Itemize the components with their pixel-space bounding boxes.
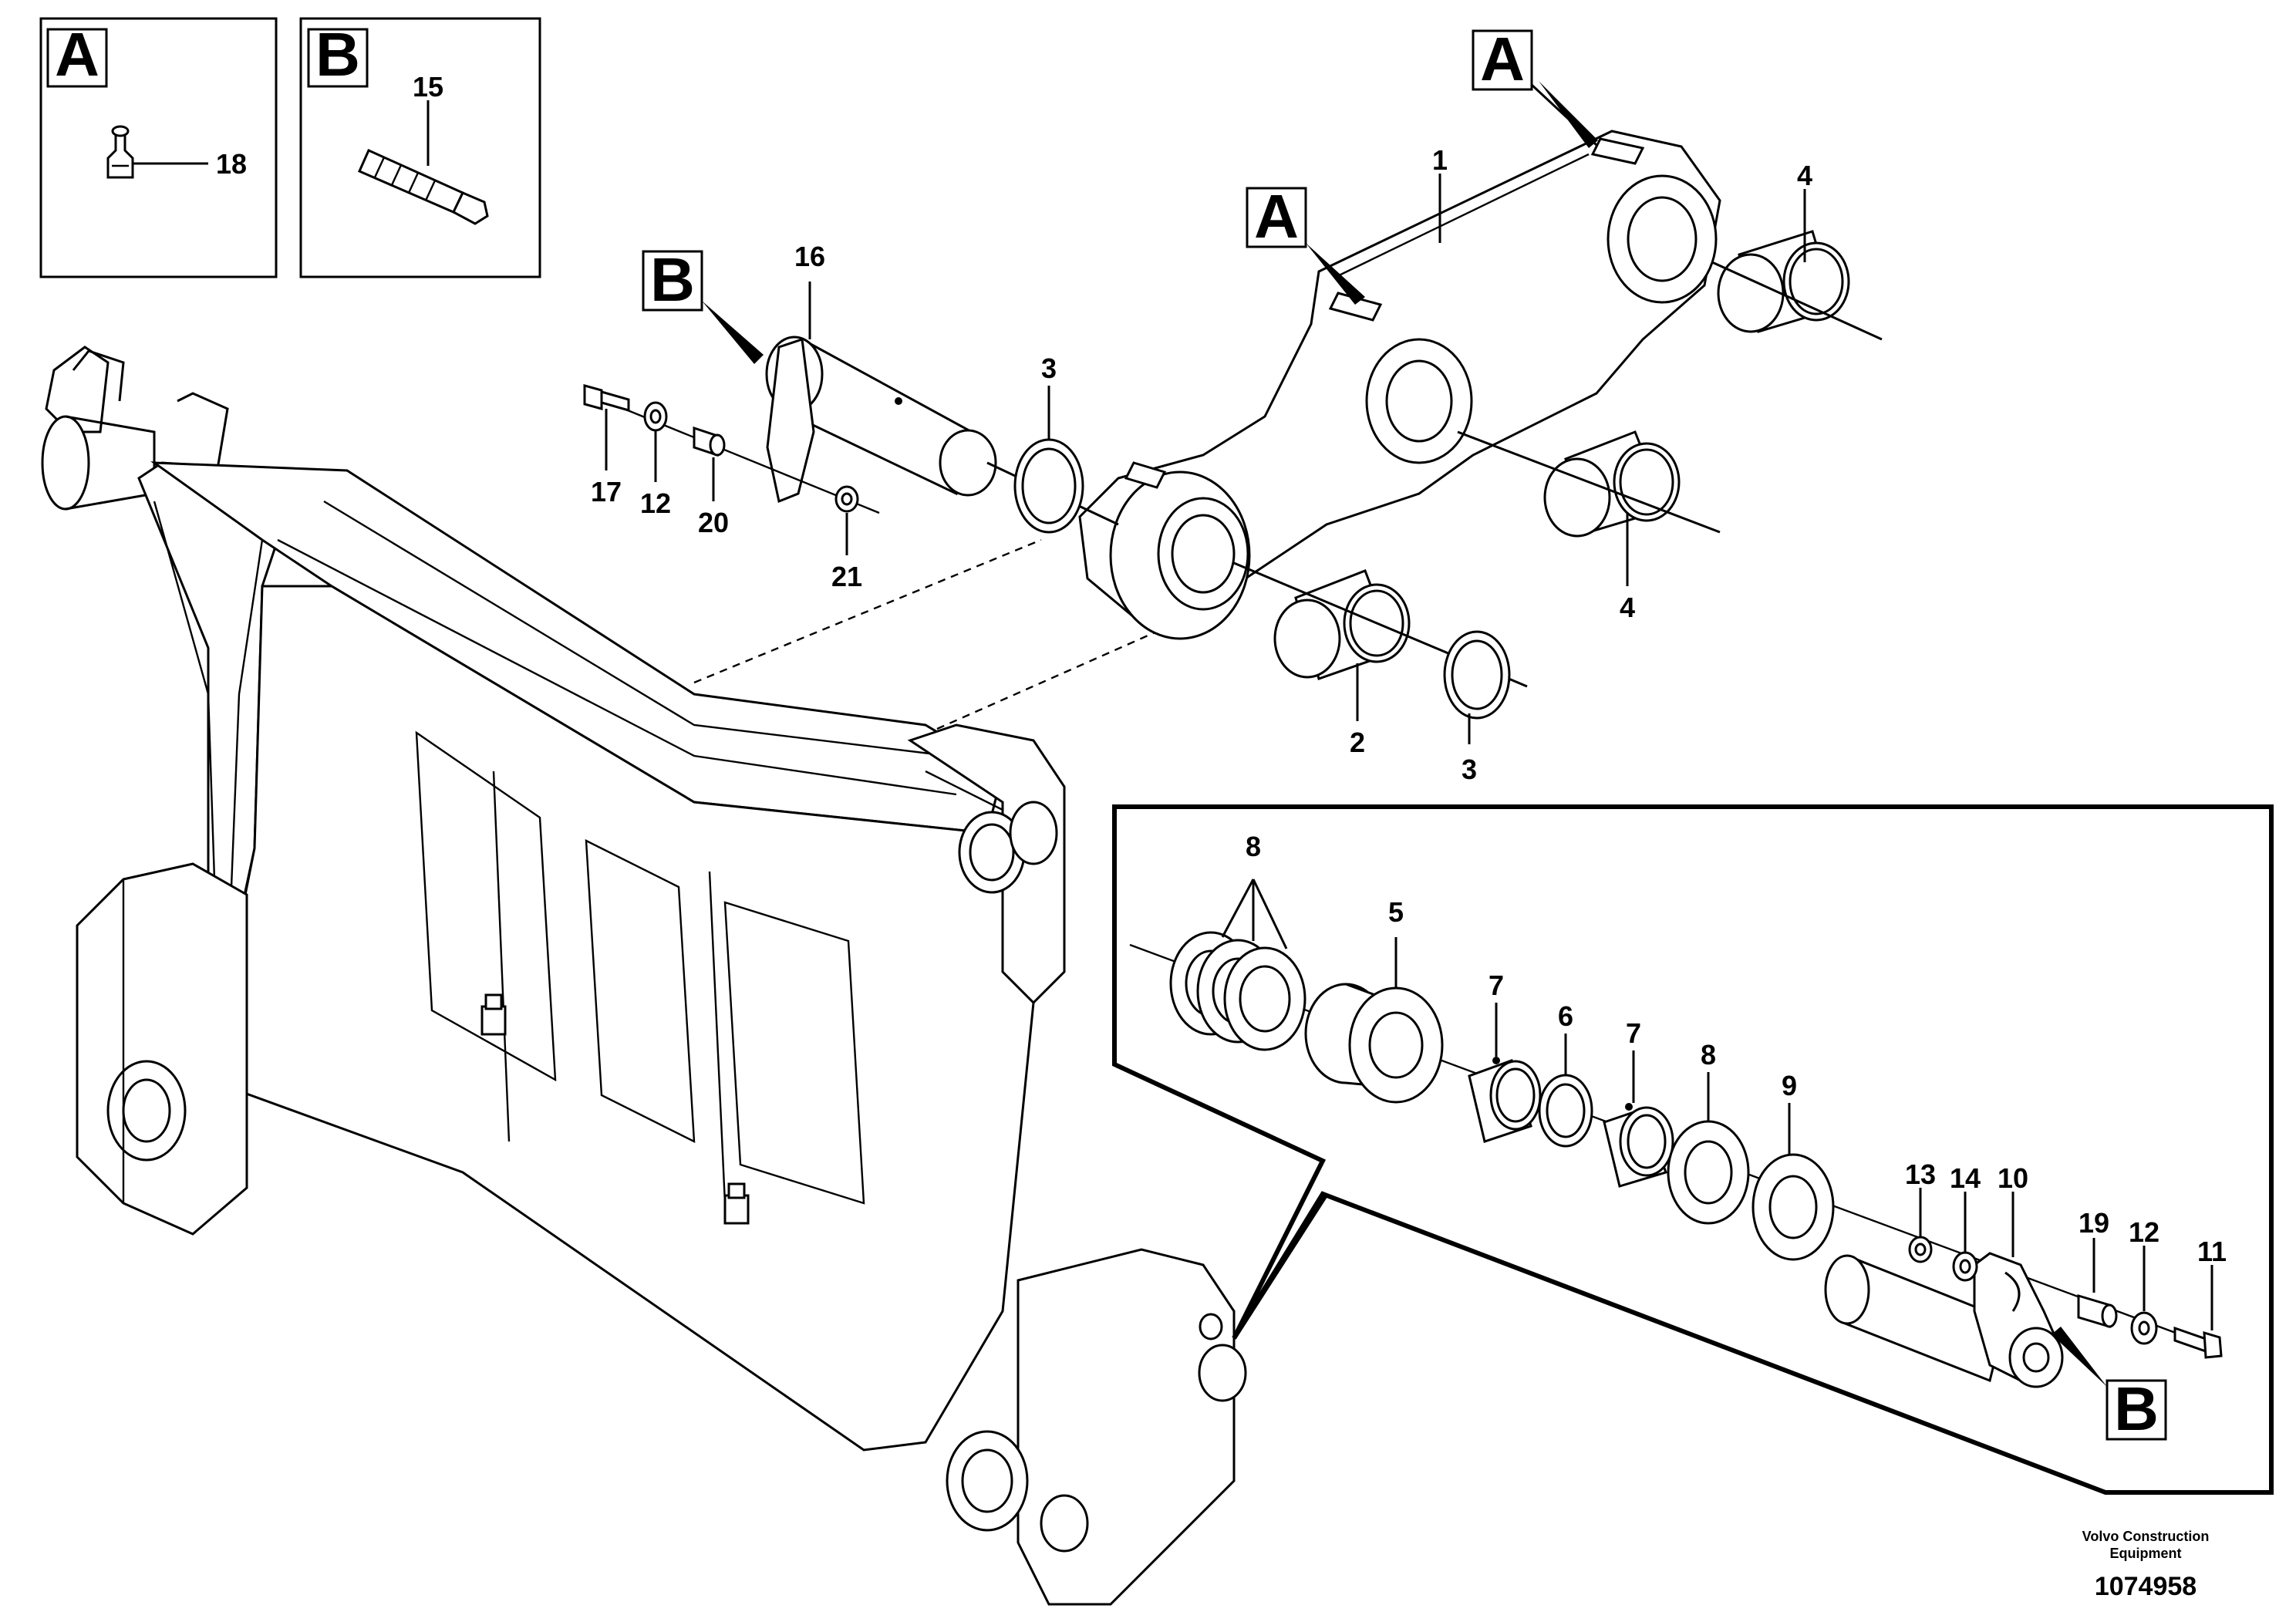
part-number-20: 20 xyxy=(698,507,729,538)
washer-12-top xyxy=(643,401,668,432)
svg-text:A: A xyxy=(1480,25,1525,93)
part-number-15: 15 xyxy=(413,71,443,103)
frame-grease-nipple xyxy=(480,993,507,1036)
seal-3-top xyxy=(1013,438,1084,534)
part-number-12-bottom: 12 xyxy=(2129,1216,2159,1248)
part-number-11: 11 xyxy=(2197,1236,2227,1267)
part-number-8-mid: 8 xyxy=(1701,1039,1716,1071)
ring-6 xyxy=(1538,1074,1593,1148)
bearing-5 xyxy=(1304,983,1444,1104)
bushing-4-top xyxy=(1717,230,1850,333)
part-number-10: 10 xyxy=(1998,1162,2028,1194)
svg-text:B: B xyxy=(650,245,695,314)
callout-b-inset: B xyxy=(2052,1327,2167,1443)
part-number-18: 18 xyxy=(216,148,247,180)
footer: Volvo Construction Equipment 1074958 xyxy=(2082,1529,2210,1601)
part-number-2: 2 xyxy=(1350,727,1365,758)
detail-box-b: B 15 xyxy=(299,17,541,278)
main-frame xyxy=(41,346,1247,1606)
callout-b-pin: B xyxy=(642,245,764,364)
seal-3-bottom xyxy=(1443,630,1511,720)
part-number-17: 17 xyxy=(591,476,622,508)
svg-text:A: A xyxy=(1254,182,1299,251)
link-arm xyxy=(1078,130,1721,640)
part-number-5: 5 xyxy=(1388,896,1404,928)
detail-box-a: A 18 xyxy=(39,17,278,278)
shims-8 xyxy=(1169,931,1306,1051)
part-number-4-top: 4 xyxy=(1797,160,1812,191)
washer-14 xyxy=(1952,1251,1978,1282)
part-number-4-mid: 4 xyxy=(1620,592,1635,623)
pin-16 xyxy=(765,336,997,504)
bushing-4-mid xyxy=(1543,430,1681,538)
part-number-19: 19 xyxy=(2079,1207,2109,1239)
part-number-6: 6 xyxy=(1558,1000,1573,1032)
frame-grease-nipple-2 xyxy=(723,1182,750,1225)
spacer-19 xyxy=(2077,1293,2118,1329)
part-number-7-b: 7 xyxy=(1626,1017,1641,1049)
part-number-1: 1 xyxy=(1432,144,1448,176)
part-number-3-top: 3 xyxy=(1041,352,1057,384)
company-line-2: Equipment xyxy=(2110,1546,2182,1561)
washer-9 xyxy=(1752,1153,1835,1261)
washer-8-mid xyxy=(1667,1120,1750,1225)
part-number-7-a: 7 xyxy=(1489,969,1504,1001)
part-number-9: 9 xyxy=(1782,1070,1797,1101)
bushing-7-a xyxy=(1468,1057,1542,1143)
bolt-11 xyxy=(2173,1326,2223,1359)
part-number-3-bottom: 3 xyxy=(1462,754,1477,785)
part-number-12-top: 12 xyxy=(640,487,671,519)
callout-a-upper: A xyxy=(1472,25,1598,148)
detail-letter-b: B xyxy=(315,20,360,89)
bushing-7-b xyxy=(1603,1103,1674,1188)
grease-nipple-part xyxy=(106,125,134,179)
part-number-16: 16 xyxy=(794,241,825,272)
threaded-bolt-part xyxy=(358,149,489,225)
part-number-14: 14 xyxy=(1950,1162,1981,1194)
part-number-21: 21 xyxy=(831,561,862,592)
svg-text:B: B xyxy=(2114,1374,2159,1443)
pin-with-plate xyxy=(1824,1252,2064,1388)
bolt-17 xyxy=(583,384,630,412)
inset-panel: 8 5 7 6 xyxy=(1112,804,2274,1495)
washer-12-bottom xyxy=(2130,1311,2158,1345)
part-number-8-top: 8 xyxy=(1246,831,1261,862)
callout-a-lower: A xyxy=(1246,182,1365,305)
bushing-2 xyxy=(1273,569,1411,680)
part-number-13: 13 xyxy=(1905,1158,1936,1190)
detail-letter-a: A xyxy=(55,20,99,89)
company-line-1: Volvo Construction xyxy=(2082,1529,2210,1544)
nut-21 xyxy=(834,485,859,513)
spacer-20 xyxy=(693,426,726,457)
washer-13 xyxy=(1908,1236,1933,1263)
drawing-number: 1074958 xyxy=(2095,1572,2197,1601)
